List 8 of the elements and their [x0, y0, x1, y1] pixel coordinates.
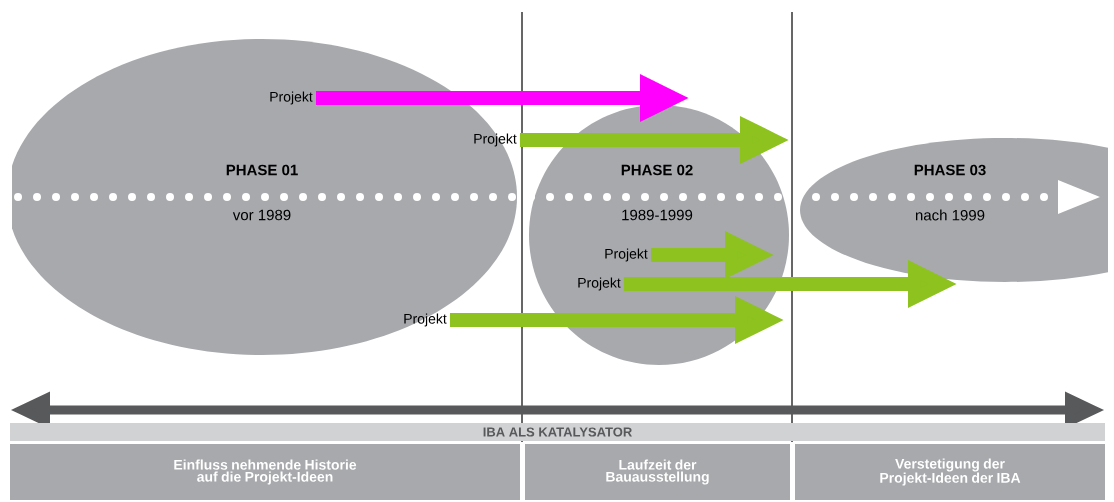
project-label: Projekt — [578, 277, 621, 291]
phase-band: Verstetigung der Projekt-Ideen der IBA — [795, 444, 1105, 500]
phase-band: Laufzeit der Bauausstellung — [525, 444, 790, 500]
project-label: Projekt — [605, 248, 648, 262]
project-label: Projekt — [404, 313, 447, 327]
project-label: Projekt — [474, 133, 517, 147]
phase-band: Einfluss nehmende Historie auf die Projekt-Ideen — [10, 444, 520, 500]
project-label: Projekt — [270, 91, 313, 105]
